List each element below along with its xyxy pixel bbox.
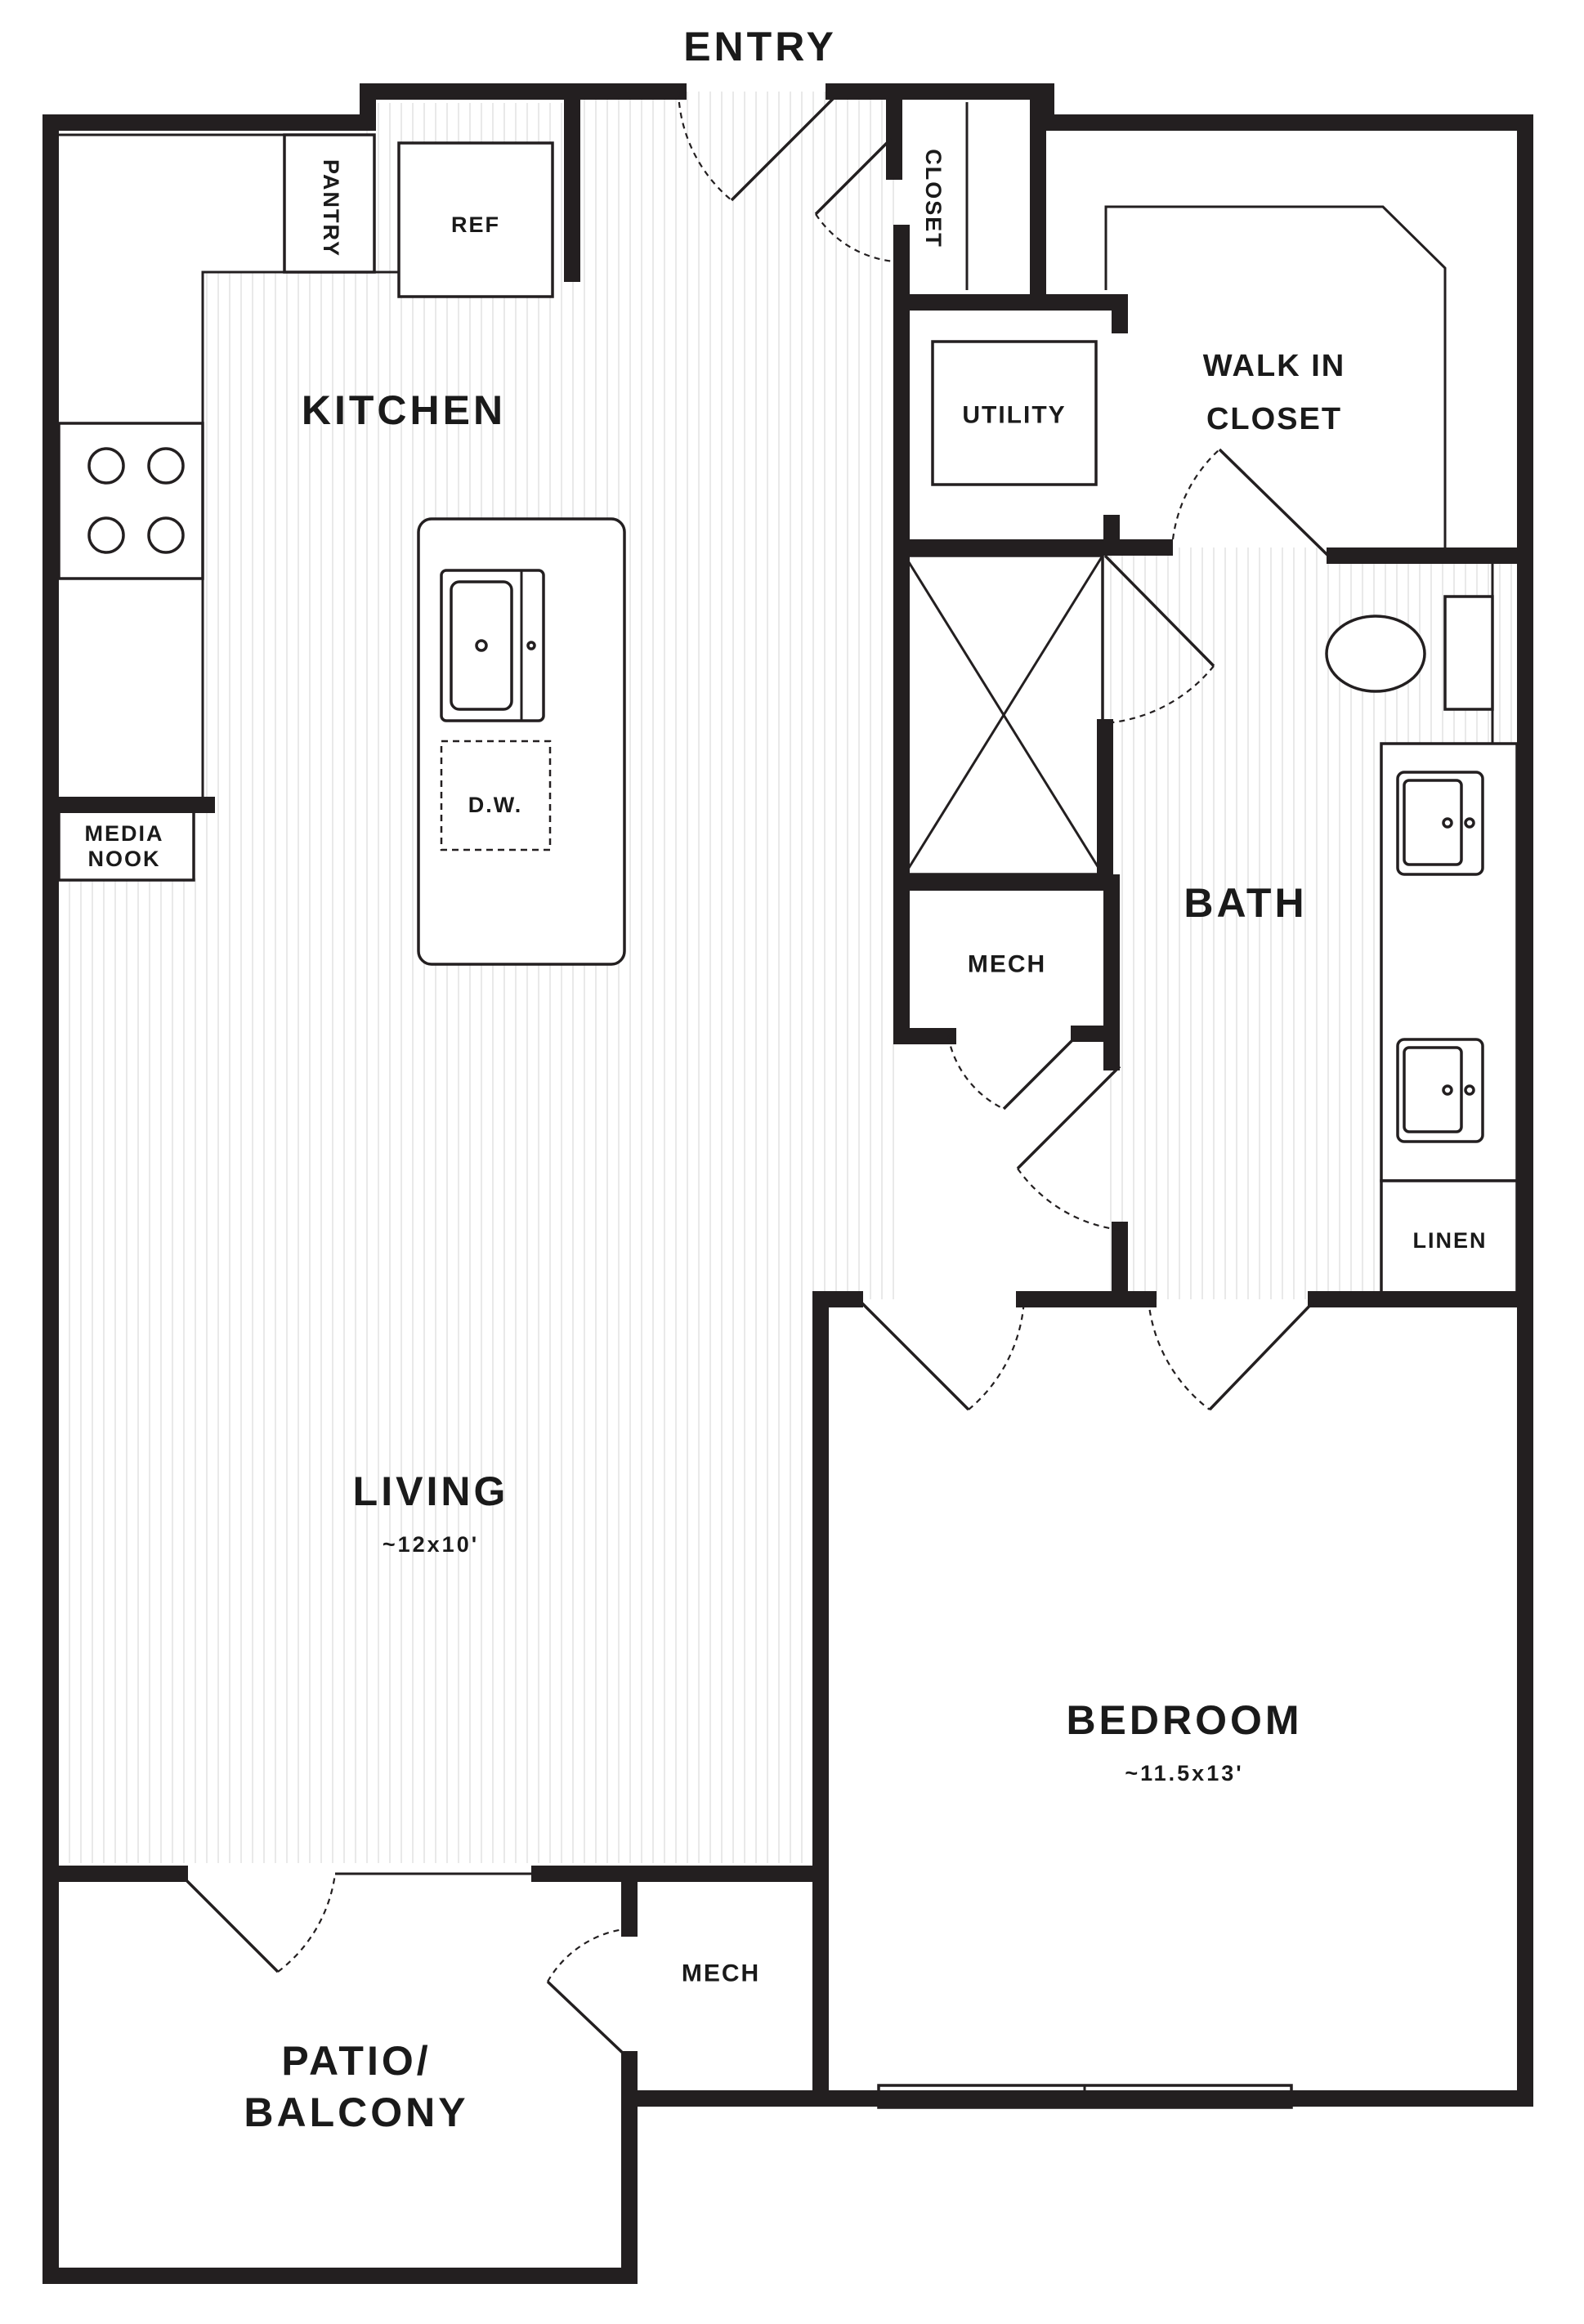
walls [43,83,1533,2284]
mech-bath-wall [1071,874,1120,1070]
patio-label-line1: PATIO/ [281,2038,431,2084]
bedroom-top-wall [812,1291,863,2107]
mech-patio-door-leaf [546,1980,631,2061]
faucet-icon [1464,817,1475,829]
faucet-icon [475,639,488,652]
patio-door-swing [277,1873,337,1973]
ref-label: REF [451,212,500,237]
doors [178,91,1330,2061]
cooktop [57,422,204,580]
mech-bath-floor [896,891,1110,1034]
living-label: LIVING [353,1468,509,1514]
walk-in-door-swing [1171,449,1220,540]
vanity-sink-basin [1403,779,1463,866]
media-nook-label-line1: MEDIA [85,821,164,846]
mech-patio-floor [629,1879,813,2096]
closet-door-swing [815,213,895,263]
bath-fixtures [1325,562,1519,1297]
walk-in-door-leaf [1218,448,1330,557]
bedroom-door-right-swing [1147,1298,1210,1410]
walk-in-shelving [1104,205,1447,547]
bedroom-door-right-leaf [1208,1298,1318,1411]
pantry-cabinet [283,133,376,274]
labels: ENTRY KITCHEN LIVING ~12x10' BEDROOM ~11… [85,24,1488,2135]
utility-label: UTILITY [962,402,1066,429]
bath-label: BATH [1184,880,1307,926]
bath-door-leaf [1016,1065,1121,1170]
faucet-icon [1442,817,1453,829]
toilet-bowl [1325,615,1426,693]
patio-label-line2: BALCONY [244,2089,468,2135]
mech-bath-door-swing [946,1035,1005,1110]
entry-label: ENTRY [683,24,837,69]
bath-door-swing [1017,1168,1121,1231]
closet-label: CLOSET [921,149,946,248]
utility-lower-wall [893,294,1120,556]
kitchen-living-floor [59,92,894,1863]
entry-closet-area [931,102,1447,547]
faucet-icon [526,641,536,650]
bedroom-floor [821,1299,1517,2096]
shower-door-leaf [1103,554,1215,668]
toilet-tank [1443,595,1494,711]
entry-door-swing [677,91,732,201]
mech-bath-label: MECH [968,951,1046,978]
bedroom-door-left-leaf [857,1298,970,1411]
pantry-label: PANTRY [319,159,343,257]
dishwasher-label: D.W. [468,793,523,817]
shower-door-swing [1104,665,1215,725]
burner-icon [147,447,185,485]
closet-wall-right [1030,83,1128,333]
mech-bath-door-leaf [1002,1032,1081,1111]
utility-machine [931,340,1098,486]
bedroom-label: BEDROOM [1066,1697,1302,1743]
kitchen-island [417,517,626,966]
faucet-icon [1464,1084,1475,1096]
burner-icon [87,447,125,485]
faucet-icon [1442,1084,1453,1096]
media-nook-label-line2: NOOK [88,847,161,871]
living-dimension: ~12x10' [383,1532,479,1557]
shower-cross [903,555,1104,875]
mech-patio-label: MECH [682,1960,760,1987]
kitchen-cabinets [57,133,554,882]
linen-label: LINEN [1413,1228,1488,1253]
walk-in-closet-label-line2: CLOSET [1206,402,1342,436]
bedroom-dimension: ~11.5x13' [1125,1761,1243,1785]
burner-icon [87,516,125,554]
vanity-sink-basin [1403,1046,1463,1133]
patio-door-leaf [178,1872,280,1973]
dishwasher-outline [440,740,552,851]
entry-door-leaf [730,96,835,202]
walk-in-closet-label-line1: WALK IN [1203,349,1345,383]
kitchen-label: KITCHEN [302,387,506,433]
shower [903,554,1104,876]
refrigerator [397,141,554,298]
burner-icon [147,516,185,554]
mech-patio-door-swing [547,1927,630,1982]
closet-door-leaf [814,137,893,216]
bedroom-door-left-swing [968,1298,1026,1410]
